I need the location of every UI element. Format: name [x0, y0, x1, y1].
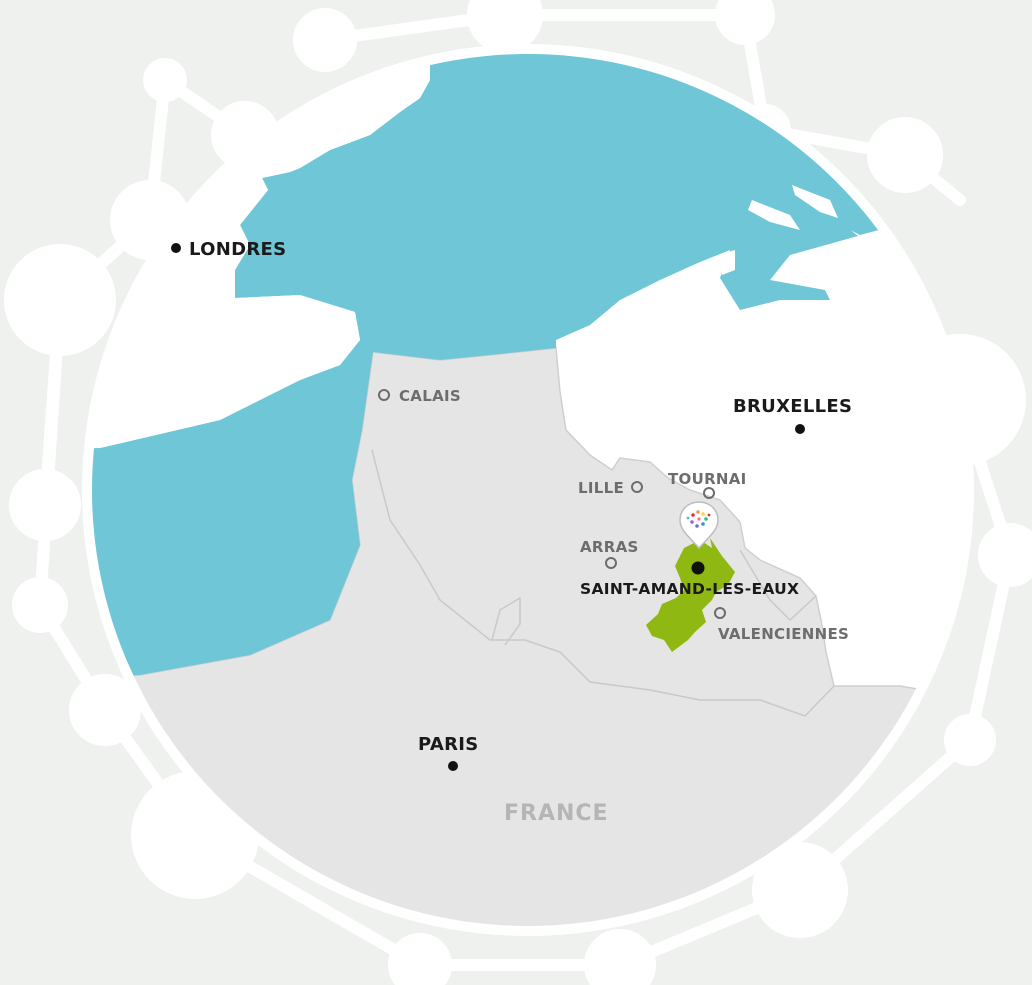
londres-label: LONDRES — [189, 239, 286, 260]
highlight-territory — [646, 538, 735, 652]
sea — [92, 54, 964, 680]
tournai-label: TOURNAI — [668, 470, 747, 488]
paris-label: PARIS — [418, 734, 479, 755]
town-labels: CALAIS LILLE TOURNAI ARRAS VALENCIENNES — [399, 387, 849, 643]
colorful-dots-logo-pin-icon — [679, 501, 719, 550]
arras-label: ARRAS — [580, 538, 639, 556]
calais-ring — [378, 389, 390, 401]
bruxelles-dot — [795, 424, 805, 434]
valenciennes-ring — [714, 607, 726, 619]
town-markers — [378, 389, 726, 619]
island-2 — [792, 185, 838, 218]
londres-dot — [171, 243, 181, 253]
paris-dot — [448, 761, 458, 771]
lille-label: LILLE — [578, 479, 624, 497]
bruxelles-label: BRUXELLES — [733, 396, 852, 417]
region-borders — [371, 449, 835, 717]
capital-markers: LONDRES BRUXELLES PARIS — [171, 239, 852, 771]
lille-ring — [631, 481, 643, 493]
france-label: FRANCE — [504, 801, 609, 826]
tournai-ring — [703, 487, 715, 499]
saint-amand-dot — [691, 561, 705, 575]
network-decoration — [4, 0, 1032, 985]
calais-label: CALAIS — [399, 387, 461, 405]
island-3 — [718, 250, 735, 275]
saint-amand-label: SAINT-AMAND-LES-EAUX — [580, 580, 799, 598]
island-1 — [748, 200, 800, 230]
valenciennes-label: VALENCIENNES — [718, 625, 849, 643]
arras-ring — [605, 557, 617, 569]
